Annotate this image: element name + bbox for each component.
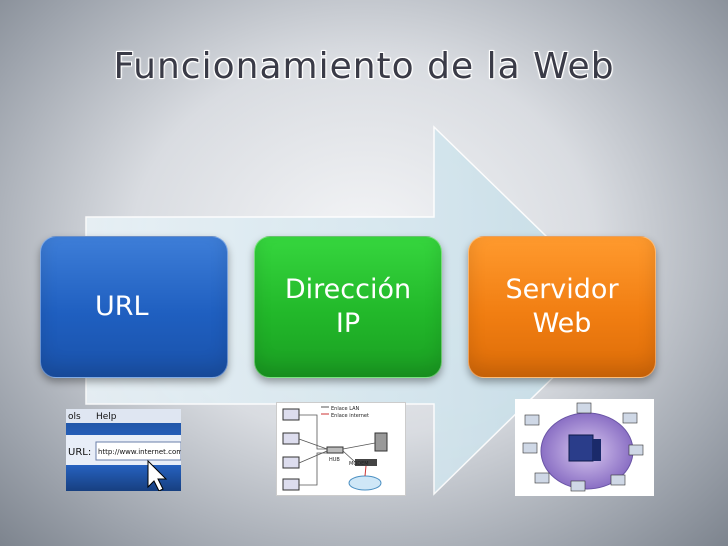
computer-icon [610,474,626,486]
server-illustration [522,402,644,492]
computer-icon [576,402,592,414]
web-server-image [515,399,654,496]
computer-icon [282,478,300,491]
legend-internet: Enlace internet [331,413,369,419]
step-ip-label-line2: IP [335,308,361,339]
cloud-icon [348,475,382,491]
computer-icon [282,408,300,421]
browser-illustration: ols Help URL: http://www.internet.com [66,409,181,491]
server-icon [568,434,594,462]
legend-lan: Enlace LAN [331,406,360,412]
step-web-server: Servidor Web [468,236,656,378]
step-url: URL [40,236,228,378]
step-web-label-line1: Servidor [505,274,619,306]
browser-url-label: URL: [68,447,91,458]
slide-title: Funcionamiento de la Web [113,46,615,87]
computer-icon [524,414,540,426]
computer-icon [622,412,638,424]
browser-menu-left: ols [68,412,81,422]
network-illustration: Enlace LAN Enlace internet HUB MODEM [282,406,388,491]
computer-icon [522,442,538,454]
step-web-label-line2: Web [532,308,592,339]
modem-icon [355,459,377,466]
browser-menu-help: Help [96,412,117,422]
step-ip-address: Dirección IP [254,236,442,378]
computer-icon [628,444,644,456]
step-url-label: URL [95,291,149,323]
computer-icon [282,456,300,469]
computer-icon [534,472,550,484]
computer-icon [570,480,586,492]
cursor-icon [147,459,168,491]
step-ip-label-line1: Dirección [284,274,412,306]
network-diagram-image: Enlace LAN Enlace internet HUB MODEM [276,402,406,496]
computer-icon [282,432,300,445]
hub-icon [326,446,344,454]
modem-label: MODEM [349,461,369,467]
hub-label: HUB [329,457,340,463]
server-icon [374,432,388,452]
browser-url-image: ols Help URL: http://www.internet.com [66,409,181,491]
browser-url-text: http://www.internet.com [98,448,181,456]
